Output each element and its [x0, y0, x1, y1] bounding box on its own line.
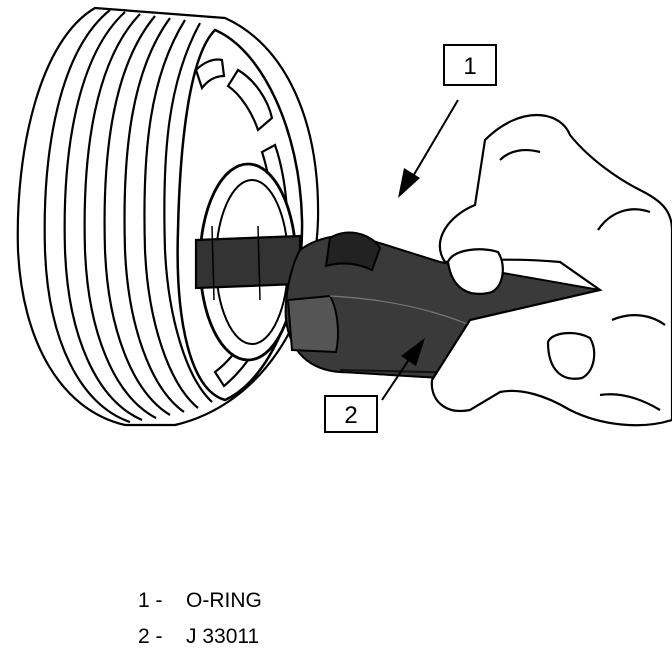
- legend: 1 - O-RING 2 - J 33011: [138, 583, 262, 655]
- callout-1-box: [443, 44, 497, 86]
- legend-item: 2 - J 33011: [138, 619, 262, 655]
- hand-illustration: [430, 114, 672, 427]
- callout-2-leader: [381, 354, 413, 401]
- legend-item: 1 - O-RING: [138, 583, 262, 619]
- callout-2-box: [324, 395, 378, 433]
- legend-number: 1 -: [138, 589, 163, 612]
- callout-2: 2: [324, 338, 425, 433]
- legend-label: J 33011: [186, 625, 260, 648]
- legend-number: 2 -: [138, 625, 163, 648]
- pulley-illustration: [16, 6, 320, 427]
- callout-2-arrowhead: [401, 338, 425, 366]
- callout-2-label: 2: [344, 402, 357, 429]
- legend-label: O-RING: [186, 589, 262, 612]
- callout-1-arrowhead: [398, 168, 420, 198]
- callout-1-label: 1: [463, 53, 476, 80]
- callout-1: 1: [398, 44, 497, 198]
- callout-1-leader: [411, 99, 459, 179]
